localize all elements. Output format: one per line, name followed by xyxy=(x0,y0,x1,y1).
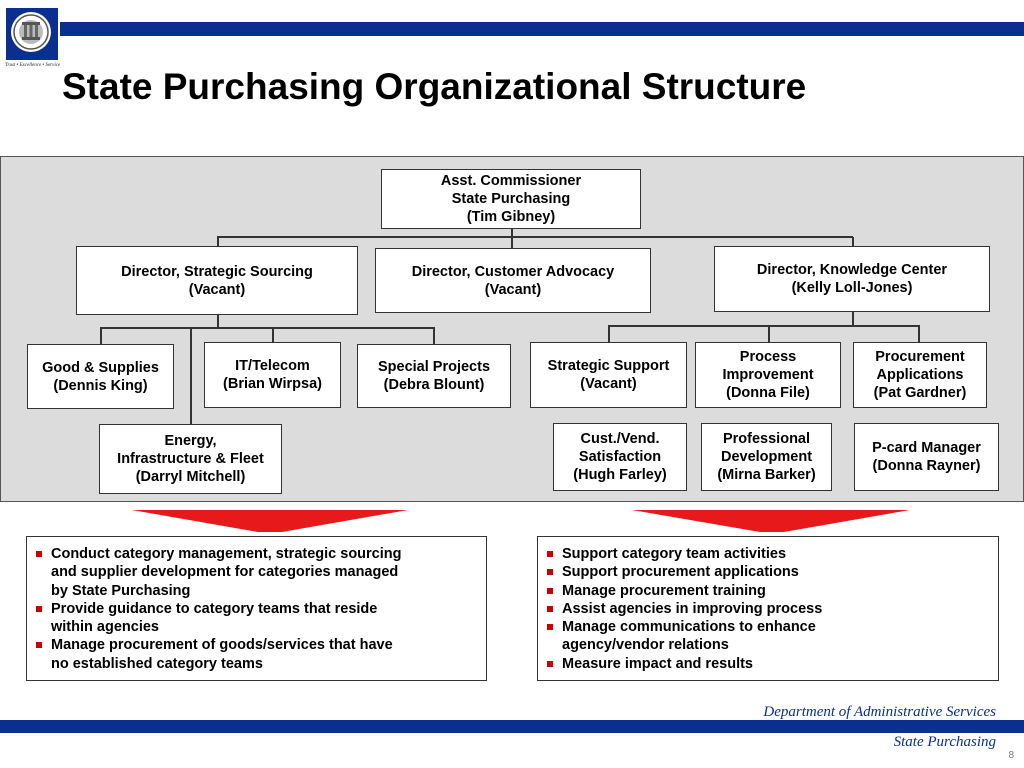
bullet-icon xyxy=(36,551,42,557)
org-box-cust-vend-satisfaction: Cust./Vend. Satisfaction (Hugh Farley) xyxy=(553,423,687,491)
org-box-goods-supplies: Good & Supplies (Dennis King) xyxy=(27,344,174,409)
connector-line xyxy=(768,326,770,342)
connector-line xyxy=(608,325,920,327)
connector-line xyxy=(272,328,274,342)
bullet-icon xyxy=(36,605,42,612)
connector-line xyxy=(217,236,853,238)
page-title: State Purchasing Organizational Structur… xyxy=(62,66,807,107)
logo-motto: Trust • Excellence • Service xyxy=(5,63,61,68)
list-item: Support category team activities xyxy=(538,545,998,563)
org-box-director-strategic-sourcing: Director, Strategic Sourcing (Vacant) xyxy=(76,246,358,315)
connector-line xyxy=(217,314,219,328)
org-box-asst-commissioner: Asst. Commissioner State Purchasing (Tim… xyxy=(381,169,641,229)
list-item: Support procurement applications xyxy=(538,563,998,581)
connector-line xyxy=(608,326,610,342)
list-item: Provide guidance to category teams that … xyxy=(27,600,486,637)
list-item: Conduct category management, strategic s… xyxy=(27,545,486,600)
org-box-professional-development: Professional Development (Mirna Barker) xyxy=(701,423,832,491)
bullet-icon xyxy=(547,624,553,631)
list-item: Assist agencies in improving process xyxy=(538,600,998,618)
bullet-icon xyxy=(547,569,553,576)
connector-line xyxy=(100,327,435,329)
list-item: Manage procurement of goods/services tha… xyxy=(27,636,486,673)
knowledge-center-responsibilities: Support category team activities Support… xyxy=(537,536,999,681)
connector-line xyxy=(511,229,513,237)
down-arrow-left-icon xyxy=(132,510,408,532)
connector-line xyxy=(852,312,854,326)
strategic-sourcing-responsibilities: Conduct category management, strategic s… xyxy=(26,536,487,681)
bullet-icon xyxy=(36,642,42,649)
footer-division: State Purchasing xyxy=(893,734,996,750)
connector-line xyxy=(217,237,219,246)
org-box-special-projects: Special Projects (Debra Blount) xyxy=(357,344,511,408)
org-box-director-customer-advocacy: Director, Customer Advocacy (Vacant) xyxy=(375,248,651,313)
connector-line xyxy=(918,326,920,342)
bullet-icon xyxy=(547,660,553,667)
org-box-energy-infrastructure-fleet: Energy, Infrastructure & Fleet (Darryl M… xyxy=(99,424,282,494)
footer-bar xyxy=(0,720,1024,733)
org-box-procurement-applications: Procurement Applications (Pat Gardner) xyxy=(853,342,987,408)
org-box-director-knowledge-center: Director, Knowledge Center (Kelly Loll-J… xyxy=(714,246,990,312)
list-item: Manage communications to enhance agency/… xyxy=(538,618,998,655)
org-box-it-telecom: IT/Telecom (Brian Wirpsa) xyxy=(204,342,341,408)
page-number: 8 xyxy=(1008,750,1014,761)
connector-line xyxy=(190,328,192,424)
connector-line xyxy=(100,328,102,344)
list-item: Manage procurement training xyxy=(538,582,998,600)
org-box-strategic-support: Strategic Support (Vacant) xyxy=(530,342,687,408)
connector-line xyxy=(852,237,854,246)
connector-line xyxy=(511,237,513,248)
header-bar xyxy=(60,22,1024,36)
state-seal-icon xyxy=(11,12,51,52)
list-item: Measure impact and results xyxy=(538,655,998,673)
org-box-process-improvement: Process Improvement (Donna File) xyxy=(695,342,841,408)
footer-department: Department of Administrative Services xyxy=(763,704,996,720)
org-box-pcard-manager: P-card Manager (Donna Rayner) xyxy=(854,423,999,491)
bullet-icon xyxy=(547,605,553,612)
bullet-icon xyxy=(547,587,553,594)
connector-line xyxy=(433,328,435,344)
bullet-icon xyxy=(547,551,553,557)
down-arrow-right-icon xyxy=(632,510,910,532)
